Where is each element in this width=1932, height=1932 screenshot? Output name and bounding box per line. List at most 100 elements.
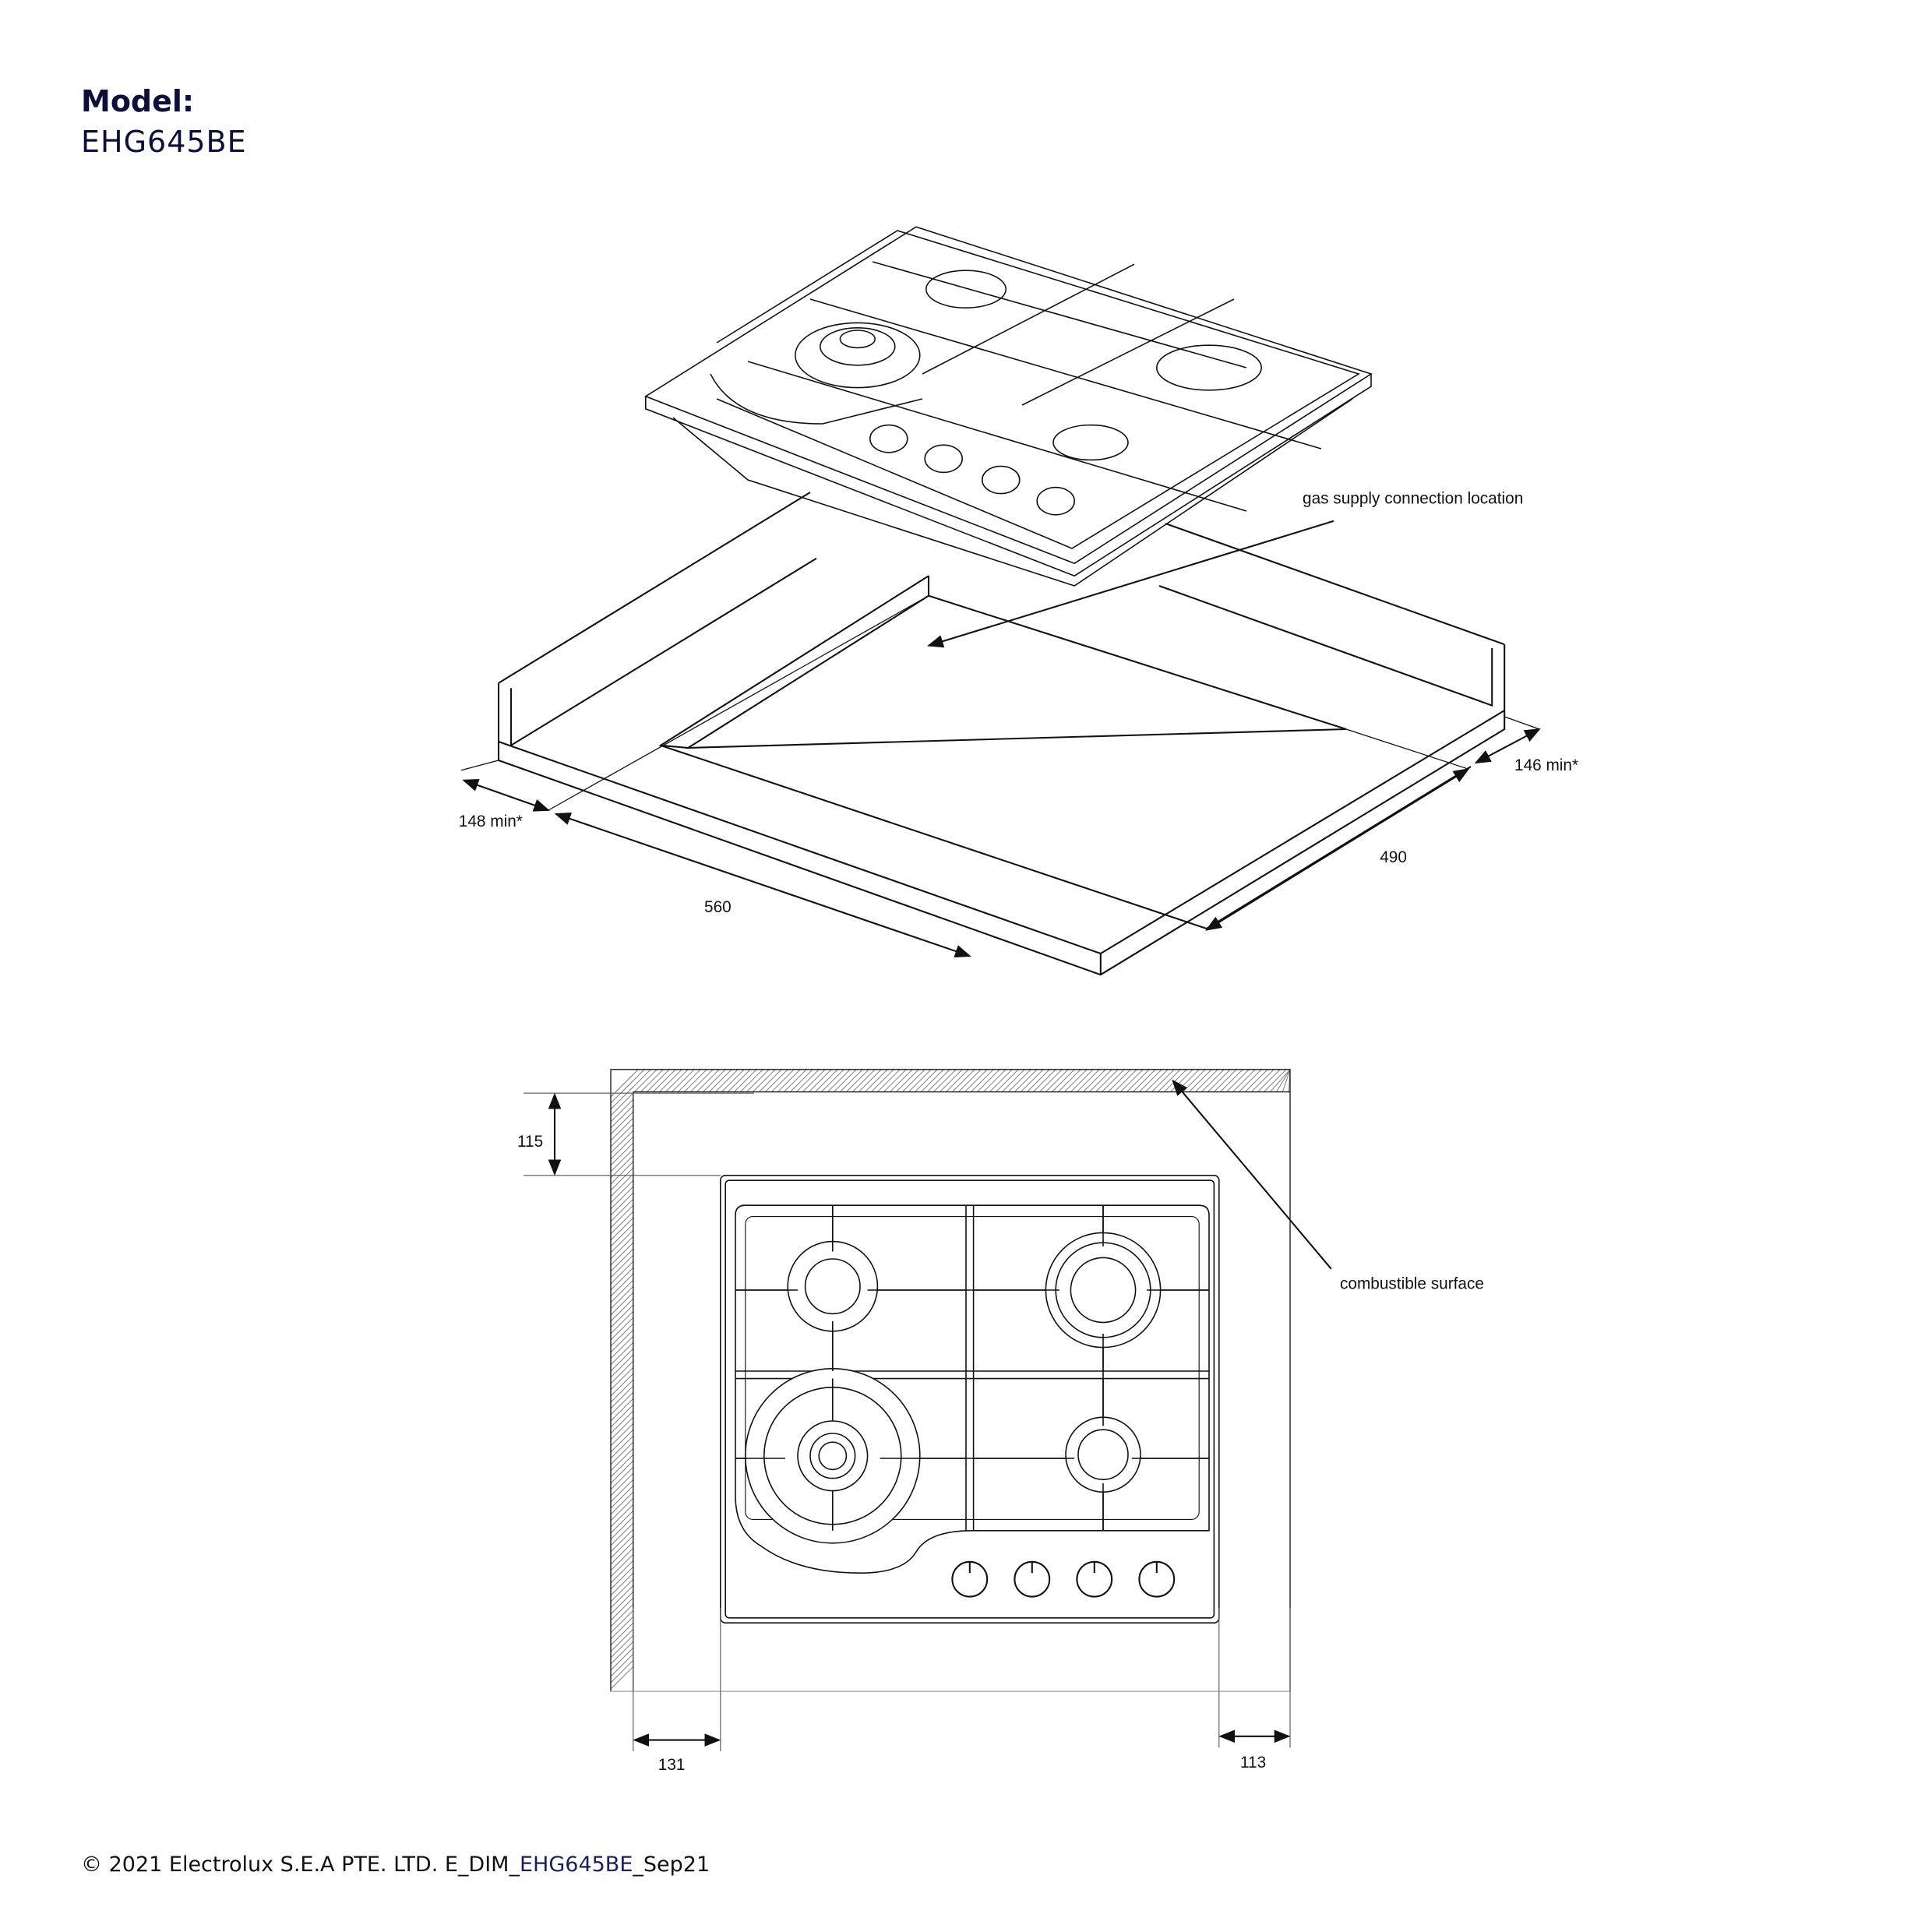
hatch-line: [610, 1460, 634, 1484]
hatch-line: [610, 1404, 634, 1428]
hatch-line: [846, 1069, 869, 1092]
hatch-line: [610, 1391, 634, 1416]
hatch-line: [709, 1069, 732, 1092]
hatch-line: [1151, 1069, 1175, 1092]
hatch-line: [1095, 1069, 1119, 1092]
hatch-line: [610, 1441, 634, 1465]
hatch-line: [1014, 1069, 1038, 1092]
wall-outline: [610, 1069, 1291, 1692]
cabinet-isometric: [497, 492, 1506, 976]
hatch-line: [1158, 1069, 1181, 1092]
hatch-line: [610, 1522, 634, 1546]
hatch-line: [610, 1167, 634, 1191]
hatch-line: [1270, 1069, 1291, 1092]
hatch-line: [852, 1069, 876, 1092]
hatch-line: [883, 1069, 907, 1092]
hatch-line: [610, 1229, 634, 1253]
hatch-line: [1083, 1069, 1106, 1092]
hatch-line: [815, 1069, 838, 1092]
hatch-line: [877, 1069, 901, 1092]
hatch-line: [809, 1069, 832, 1092]
hatch-line: [1208, 1069, 1231, 1092]
hatch-line: [740, 1069, 763, 1092]
hatch-line: [753, 1069, 776, 1092]
hob-isometric: [644, 226, 1373, 587]
hatch-line: [1120, 1069, 1144, 1092]
dim-131-label: 131: [658, 1756, 686, 1774]
hatch-line: [796, 1069, 820, 1092]
dim-148-arrow: [462, 778, 550, 812]
knob-2: [924, 444, 963, 474]
hatch-line: [610, 1298, 634, 1322]
hatch-line: [610, 1585, 634, 1609]
hatch-line: [610, 1341, 634, 1366]
hatch-line: [821, 1069, 844, 1092]
model-number: EHG645BE: [81, 125, 247, 159]
hatch-line: [1139, 1069, 1162, 1092]
hatch-line: [610, 1398, 634, 1422]
hatch-line: [610, 1211, 634, 1235]
hatch-line: [1045, 1069, 1069, 1092]
knob-1: [869, 424, 908, 453]
hatch-line: [1102, 1069, 1125, 1092]
hatch-line: [1183, 1069, 1206, 1092]
hatch-line: [634, 1069, 658, 1092]
dim-490-arrow: [1205, 768, 1470, 931]
hatch-line: [940, 1069, 963, 1092]
hatch-line: [746, 1069, 770, 1092]
hatch-line: [610, 1634, 634, 1659]
footer-copyright: © 2021 Electrolux S.E.A PTE. LTD. E_DIM_…: [81, 1853, 710, 1877]
burner-rear-left: [787, 1240, 879, 1332]
hatch-line: [610, 1217, 634, 1241]
footer-prefix: © 2021 Electrolux S.E.A PTE. LTD. E_DIM_: [81, 1853, 520, 1877]
hatch-line: [610, 1136, 634, 1160]
hatch-line: [610, 1541, 634, 1565]
footer-suffix: _Sep21: [633, 1853, 710, 1877]
hatch-line: [610, 1659, 634, 1683]
hatch-line: [610, 1148, 634, 1172]
hatch-line: [610, 1092, 634, 1116]
hatch-line: [784, 1069, 807, 1092]
footer-model-code: EHG645BE: [519, 1853, 633, 1877]
hatch-line: [610, 1179, 634, 1204]
hatch-line: [610, 1242, 634, 1266]
hatch-line: [610, 1603, 634, 1627]
hatch-line: [721, 1069, 745, 1092]
hatch-line: [1108, 1069, 1131, 1092]
hatch-line: [1239, 1069, 1262, 1092]
gas-supply-label: gas supply connection location: [1303, 489, 1523, 507]
dim-146-arrow: [1474, 728, 1541, 764]
hatch-line: [728, 1069, 751, 1092]
hatch-line: [946, 1069, 969, 1092]
hatch-line: [759, 1069, 782, 1092]
hatch-line: [610, 1366, 634, 1391]
hatch-line: [610, 1285, 634, 1310]
hatch-line: [610, 1578, 634, 1602]
hatch-line: [610, 1423, 634, 1447]
hatch-line: [1282, 1069, 1291, 1092]
dim-115-label: 115: [517, 1133, 543, 1151]
hatch-line: [952, 1069, 975, 1092]
hatch-line: [610, 1348, 634, 1372]
hatch-line: [610, 1479, 634, 1503]
hatch-line: [610, 1267, 634, 1291]
hatch-line: [610, 1373, 634, 1397]
hatch-line: [610, 1416, 634, 1440]
hatch-line: [610, 1360, 634, 1384]
hatch-line: [672, 1069, 695, 1092]
hatch-line: [1064, 1069, 1088, 1092]
hatch-line: [715, 1069, 739, 1092]
hatch-line: [610, 1236, 634, 1260]
knob-4: [1036, 486, 1075, 516]
hatch-line: [1232, 1069, 1256, 1092]
hatch-line: [610, 1572, 634, 1596]
hatch-line: [890, 1069, 913, 1092]
hatch-line: [703, 1069, 726, 1092]
hatch-line: [834, 1069, 857, 1092]
hatch-line: [610, 1591, 634, 1615]
hatch-line: [1077, 1069, 1100, 1092]
hatch-line: [1189, 1069, 1212, 1092]
hatch-line: [610, 1491, 634, 1515]
dim-560-label: 560: [704, 898, 732, 916]
hatch-line: [1027, 1069, 1050, 1092]
